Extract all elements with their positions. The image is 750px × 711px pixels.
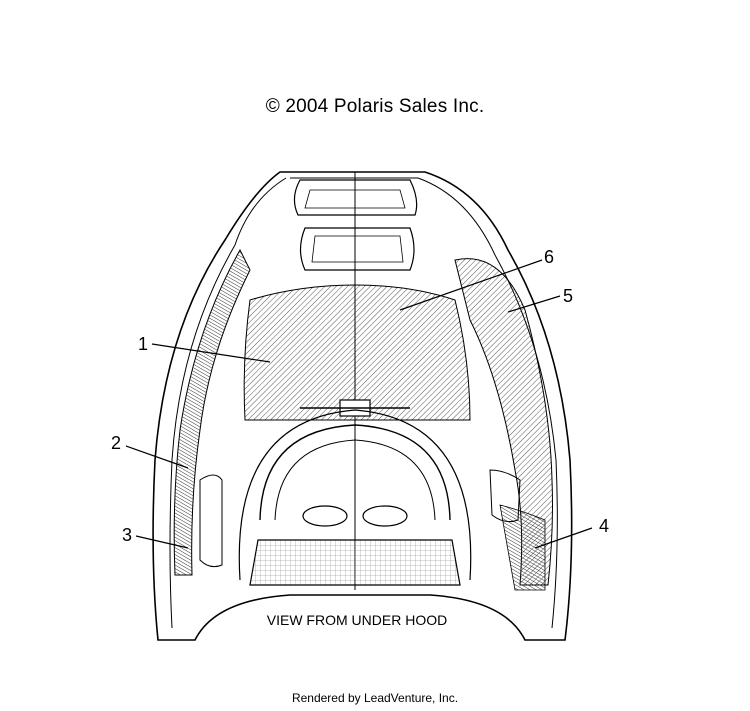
hood-outline — [152, 171, 573, 641]
view-label: VIEW FROM UNDER HOOD — [267, 612, 447, 628]
callout-3: 3 — [122, 525, 132, 545]
callout-5: 5 — [563, 286, 573, 306]
left-side-decal — [173, 248, 251, 576]
callout-1: 1 — [138, 334, 148, 354]
center-decal — [243, 284, 471, 421]
right-side-decal — [454, 258, 553, 586]
footer-credit: Rendered by LeadVenture, Inc. — [291, 691, 459, 705]
callout-4: 4 — [599, 516, 609, 536]
copyright-notice: © 2004 Polaris Sales Inc. — [265, 96, 485, 117]
callout-6: 6 — [544, 247, 554, 267]
callout-2: 2 — [111, 433, 121, 453]
front-grille — [249, 539, 461, 586]
